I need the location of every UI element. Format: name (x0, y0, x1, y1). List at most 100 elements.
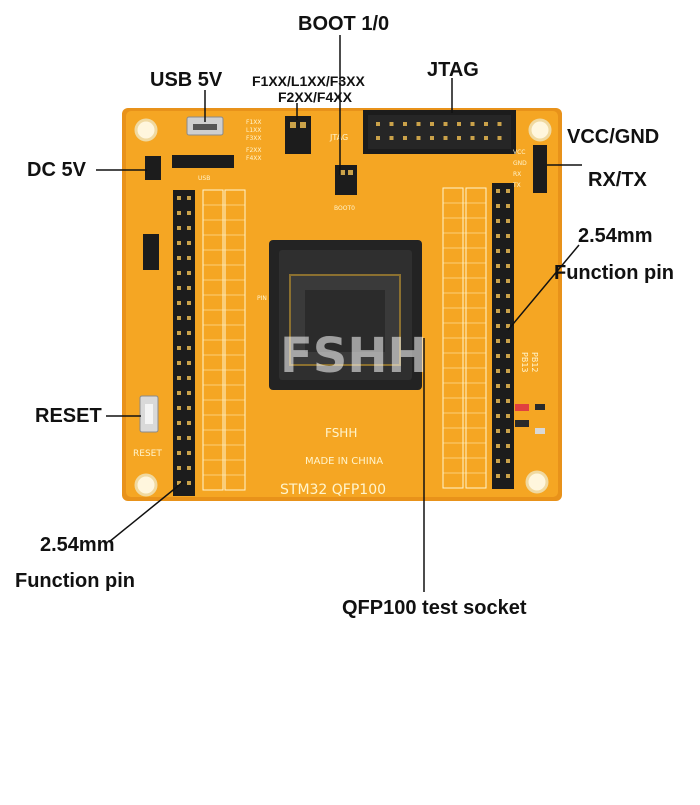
header-pin (506, 294, 510, 298)
pb-silk-item: PB13 (520, 352, 529, 373)
small-jumper (143, 234, 159, 270)
jtag-pin (430, 136, 434, 140)
header-pin (177, 361, 181, 365)
header-pin (496, 339, 500, 343)
jtag-pin (484, 136, 488, 140)
header-pin (177, 331, 181, 335)
board-pin-silk: PIN (257, 295, 267, 302)
header-pin (187, 301, 191, 305)
series-silk-item: L1XX (246, 127, 261, 134)
reset-button (139, 395, 159, 433)
header-pin (187, 226, 191, 230)
series-silk-item: F4XX (246, 155, 262, 162)
header-pin (177, 421, 181, 425)
boot-jumper (335, 165, 357, 195)
header-pin (506, 204, 510, 208)
header-pin (496, 384, 500, 388)
header-pin (506, 264, 510, 268)
header-pin (177, 466, 181, 470)
header-pin (187, 196, 191, 200)
jtag-header (363, 110, 516, 154)
dc-header (145, 156, 161, 180)
qfp100-socket (269, 240, 422, 390)
header-pin (506, 399, 510, 403)
mounting-holes (134, 118, 552, 497)
header-pin (506, 309, 510, 313)
header-pin (177, 391, 181, 395)
jtag-pin (389, 122, 394, 126)
dc-label: DC 5V (27, 159, 86, 181)
header-pin (496, 294, 500, 298)
board-made-in: MADE IN CHINA (305, 456, 383, 467)
header-pin (177, 241, 181, 245)
header-pin (177, 376, 181, 380)
header-pin (496, 444, 500, 448)
header-pin (187, 271, 191, 275)
header-pin (506, 279, 510, 283)
header-pin (177, 271, 181, 275)
header-pin (187, 211, 191, 215)
header-pin (187, 331, 191, 335)
header-pin (177, 196, 181, 200)
function-pin-left-label: Function pin (15, 570, 135, 592)
header-pin (496, 354, 500, 358)
header-pin (496, 414, 500, 418)
header-pin (177, 316, 181, 320)
header-pin (187, 436, 191, 440)
series-silk-item: F2XX (246, 147, 262, 154)
reset-label: RESET (35, 405, 102, 427)
header-pin (506, 189, 510, 193)
header-pin (496, 369, 500, 373)
series-silk-item: F1XX (246, 119, 262, 126)
right-pin-header (492, 183, 514, 489)
header-pin (177, 346, 181, 350)
header-pin (496, 234, 500, 238)
header-pin (187, 451, 191, 455)
power-silk-item: TX (512, 182, 521, 189)
jtag-pin (376, 136, 380, 140)
jtag-pin (430, 122, 434, 126)
header-pin (496, 474, 500, 478)
series-label-line1: F1XX/L1XX/F3XX (252, 73, 365, 89)
jtag-pin (403, 122, 407, 126)
header-pin (187, 406, 191, 410)
series-silk-item: F3XX (246, 135, 262, 142)
header-pin (187, 316, 191, 320)
header-pin (506, 324, 510, 328)
header-pin (506, 474, 510, 478)
header-pin (177, 436, 181, 440)
jtag-pin (497, 136, 502, 140)
header-pin (187, 256, 191, 260)
header-pin (496, 309, 500, 313)
header-pin (177, 406, 181, 410)
header-pin (506, 339, 510, 343)
function-pin-right-label: Function pin (554, 262, 674, 284)
smd-components (515, 404, 545, 434)
header-pin (187, 391, 191, 395)
board-usb-silk: USB (198, 175, 210, 182)
header-pin (496, 249, 500, 253)
board-reset-silk: RESET (133, 449, 162, 459)
socket-label: QFP100 test socket (342, 597, 527, 619)
jtag-pin (416, 136, 421, 140)
header-pin (506, 444, 510, 448)
board-boot-silk: BOOT0 (334, 205, 355, 212)
header-pin (187, 241, 191, 245)
board-model: STM32 QFP100 (280, 482, 386, 498)
header-pin (187, 481, 191, 485)
header-pin (187, 286, 191, 290)
header-pin (496, 264, 500, 268)
jtag-pin (470, 136, 475, 140)
usb-pin-row (172, 155, 234, 168)
header-pin (506, 384, 510, 388)
power-silk-item: GND (513, 160, 527, 167)
header-pin (496, 429, 500, 433)
header-pin (177, 286, 181, 290)
usb-label: USB 5V (150, 69, 223, 91)
header-pin (187, 361, 191, 365)
series-jumper (285, 116, 311, 154)
jtag-pin (497, 122, 502, 126)
